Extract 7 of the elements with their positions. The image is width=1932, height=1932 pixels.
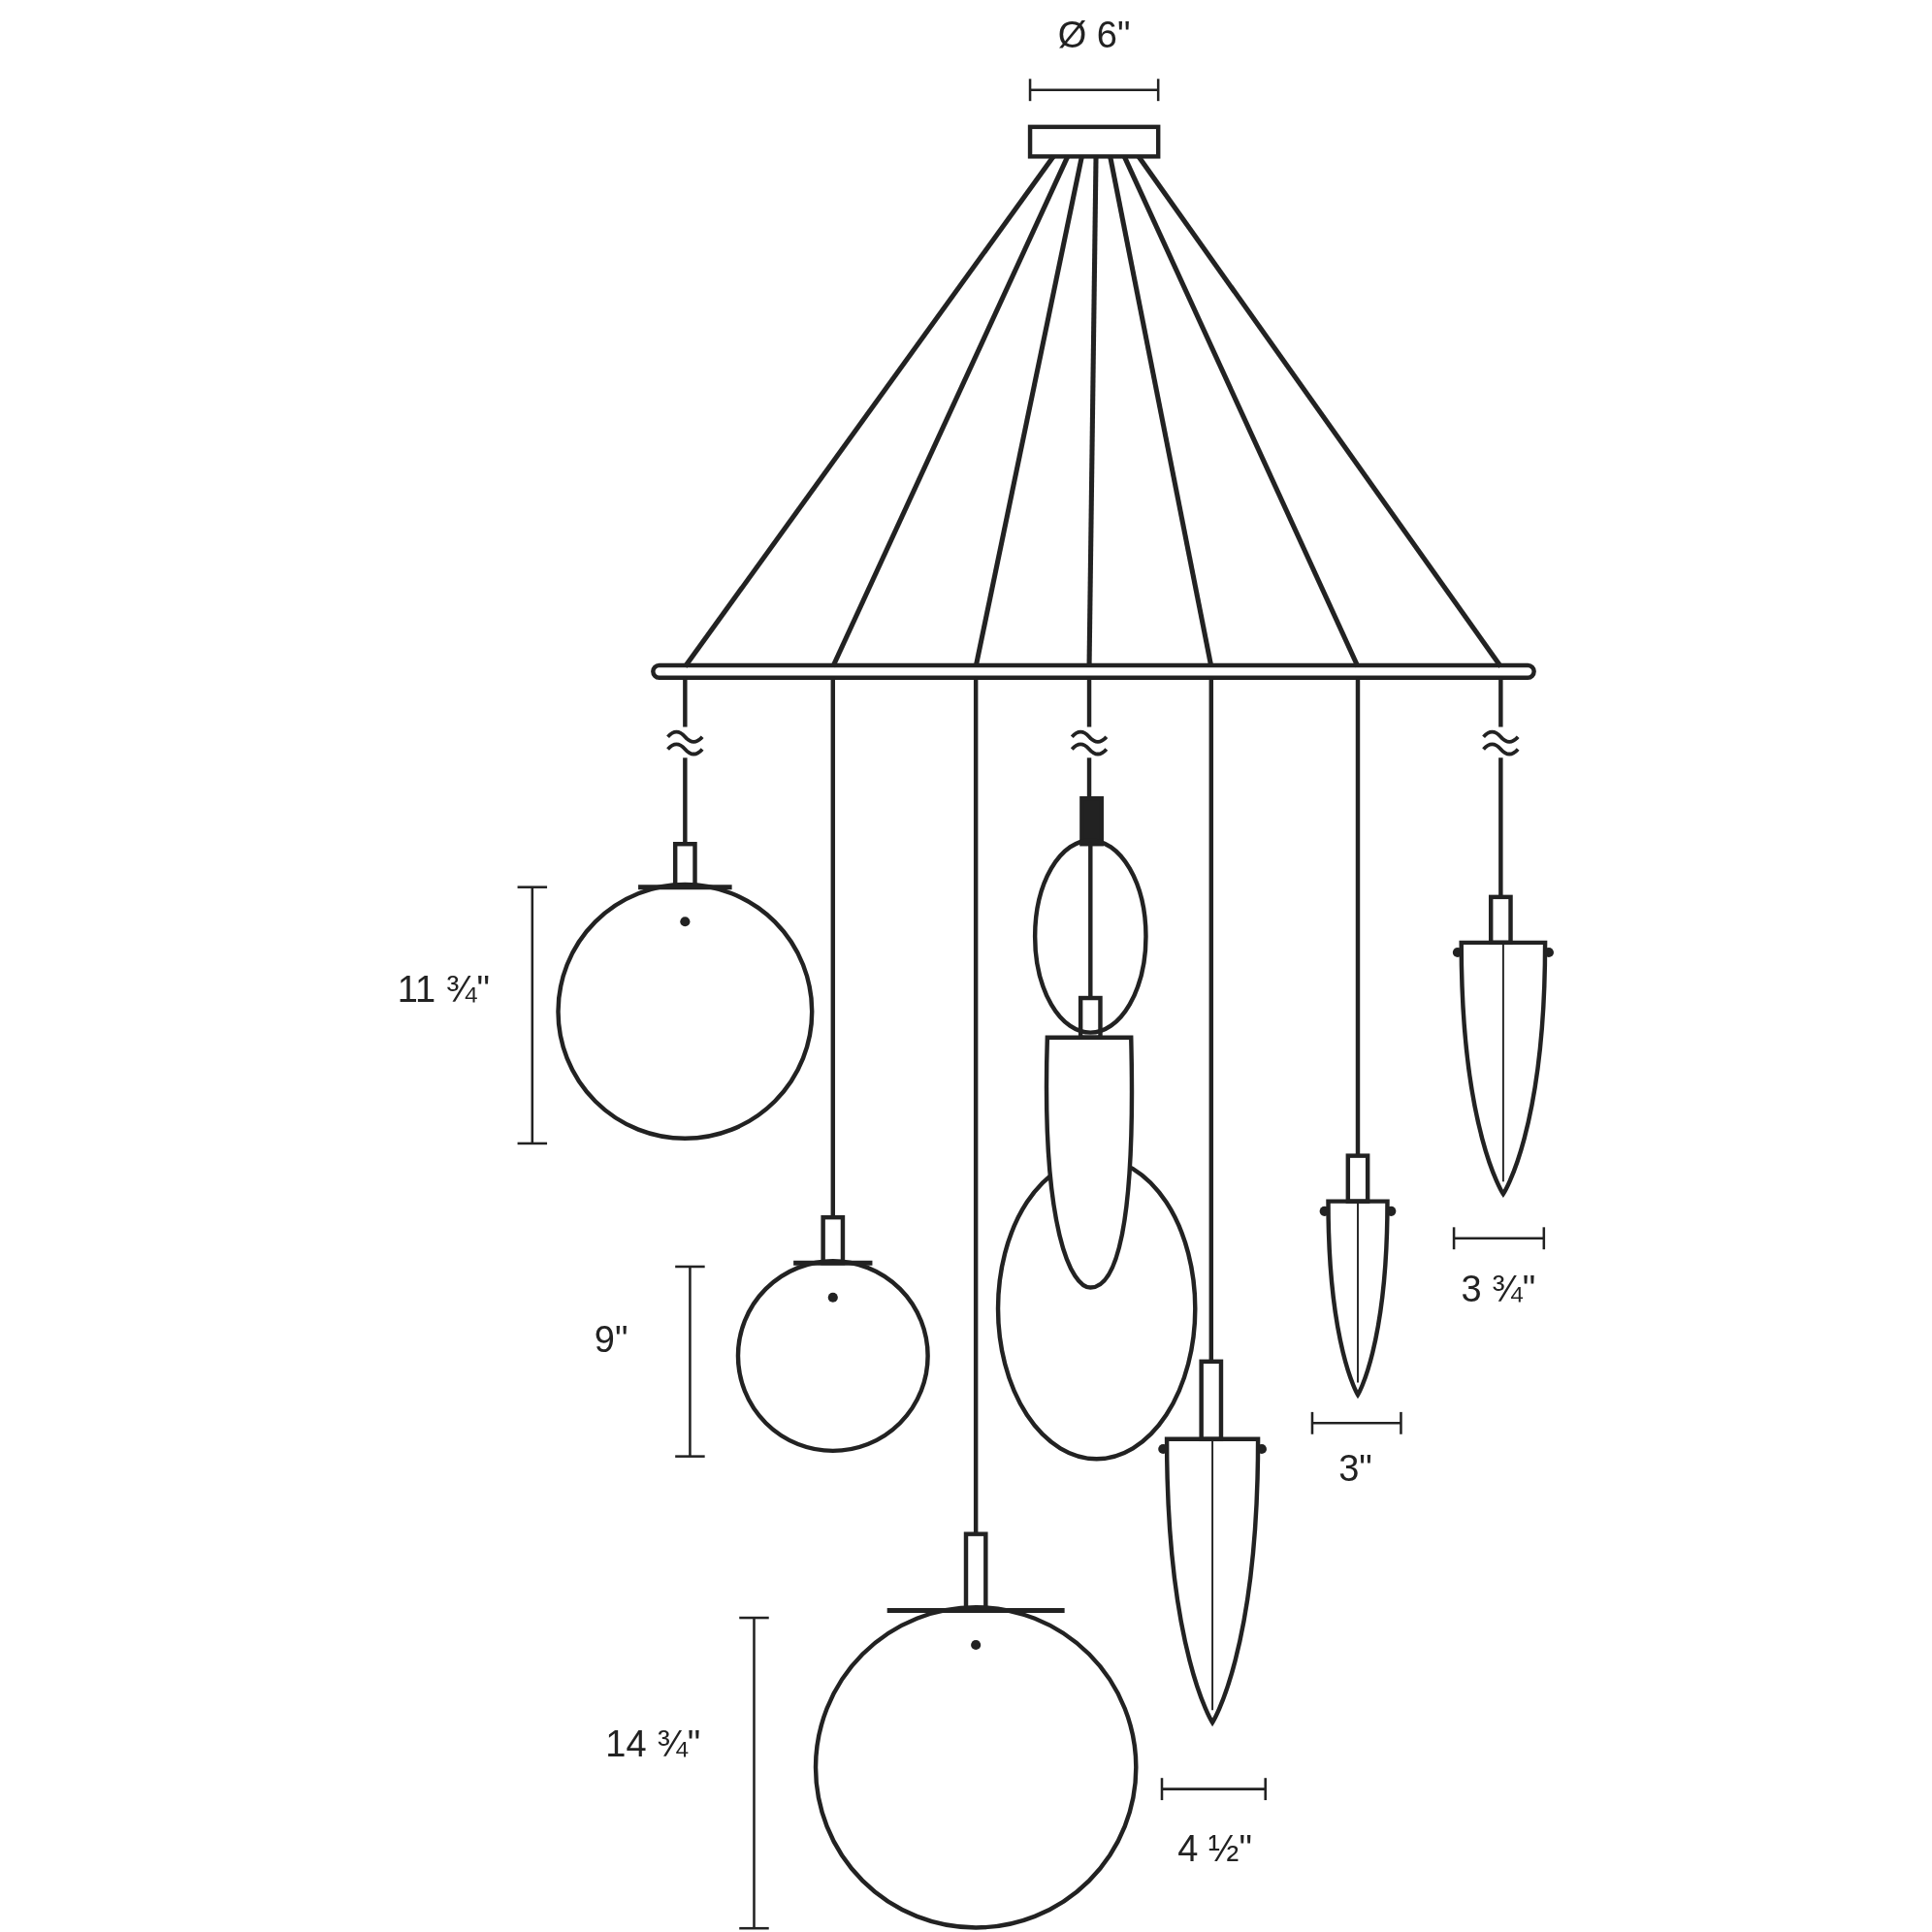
dimension-label: 9" xyxy=(594,1320,628,1358)
dimension-label: 11 ¾" xyxy=(397,971,490,1009)
dimension-label: 3" xyxy=(1338,1450,1372,1488)
dimension-label: 4 ½" xyxy=(1177,1829,1253,1867)
dimension-label: Ø 6" xyxy=(1057,16,1131,53)
dimension-label: 14 ¾" xyxy=(605,1724,701,1762)
dimension-label: 3 ¾" xyxy=(1461,1270,1536,1307)
